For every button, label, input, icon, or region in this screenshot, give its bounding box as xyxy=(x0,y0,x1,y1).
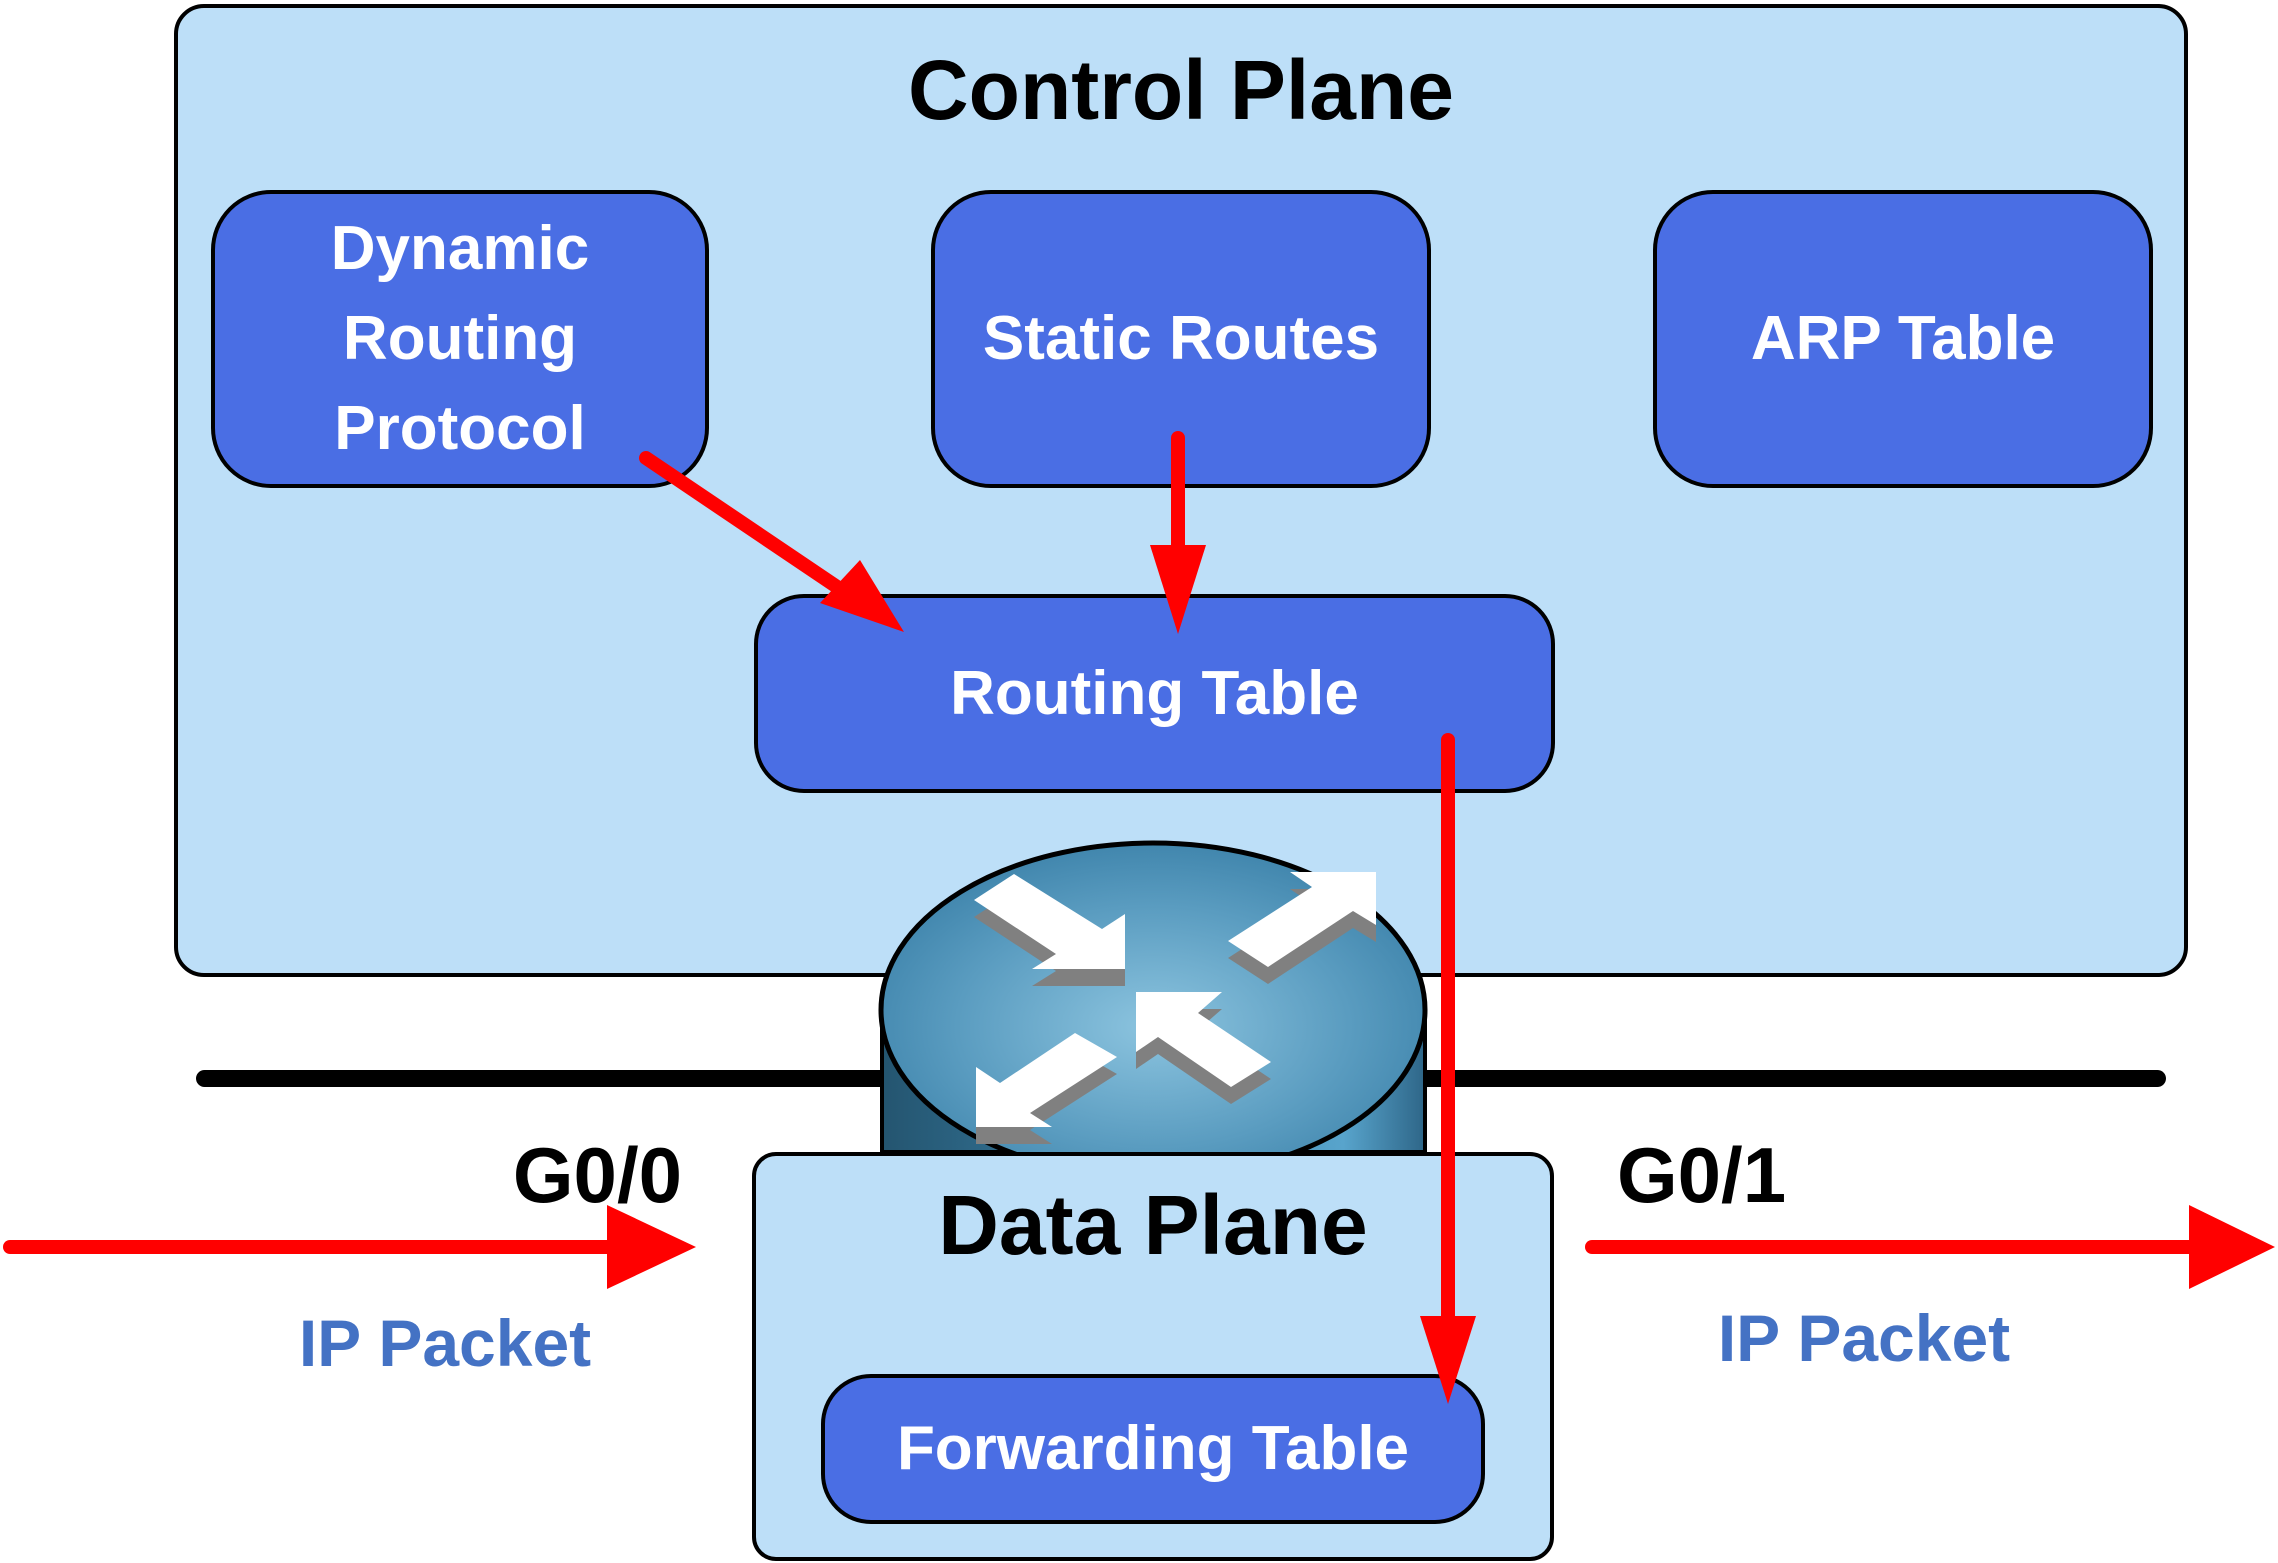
router-arrow-in-icon xyxy=(974,874,1125,969)
data-plane-title: Data Plane xyxy=(938,1178,1368,1272)
arrow-dynamic-to-routing-shaft xyxy=(639,451,859,604)
arrow-ingress-head-icon xyxy=(607,1205,696,1289)
arp-table-label: ARP Table xyxy=(1750,304,2056,373)
router-arrow-down-icon xyxy=(976,1033,1117,1127)
dynamic-routing-label-line-1: Dynamic xyxy=(330,214,590,283)
routing-table-label: Routing Table xyxy=(950,658,1359,728)
egress-packet-label: IP Packet xyxy=(1717,1301,2011,1375)
ingress-interface-label: G0/0 xyxy=(512,1131,682,1219)
static-routes-label: Static Routes xyxy=(982,304,1380,373)
forwarding-table-label: Forwarding Table xyxy=(896,1414,1410,1483)
arp-table-box: ARP Table xyxy=(1653,190,2153,488)
arrow-egress-head-icon xyxy=(2189,1205,2275,1289)
egress-interface-label: G0/1 xyxy=(1617,1131,1787,1219)
routing-table-box: Routing Table xyxy=(754,594,1555,793)
router-arrow-up-icon xyxy=(1136,992,1271,1087)
dynamic-routing-label-line-2: Routing xyxy=(342,304,578,373)
arrow-routing-to-forwarding-head-icon xyxy=(1420,1316,1476,1404)
router-arrow-out-icon xyxy=(1228,872,1376,967)
dynamic-routing-label-line-3: Protocol xyxy=(334,394,586,463)
arrow-dynamic-to-routing-head-icon xyxy=(820,560,904,632)
control-plane-title: Control Plane xyxy=(907,43,1455,137)
forwarding-table-box: Forwarding Table xyxy=(821,1374,1485,1524)
router-icon xyxy=(878,840,1428,1180)
arrow-static-to-routing-head-icon xyxy=(1150,545,1206,634)
dynamic-routing-protocol-box: Dynamic Routing Protocol xyxy=(211,190,709,488)
ingress-packet-label: IP Packet xyxy=(298,1306,592,1380)
